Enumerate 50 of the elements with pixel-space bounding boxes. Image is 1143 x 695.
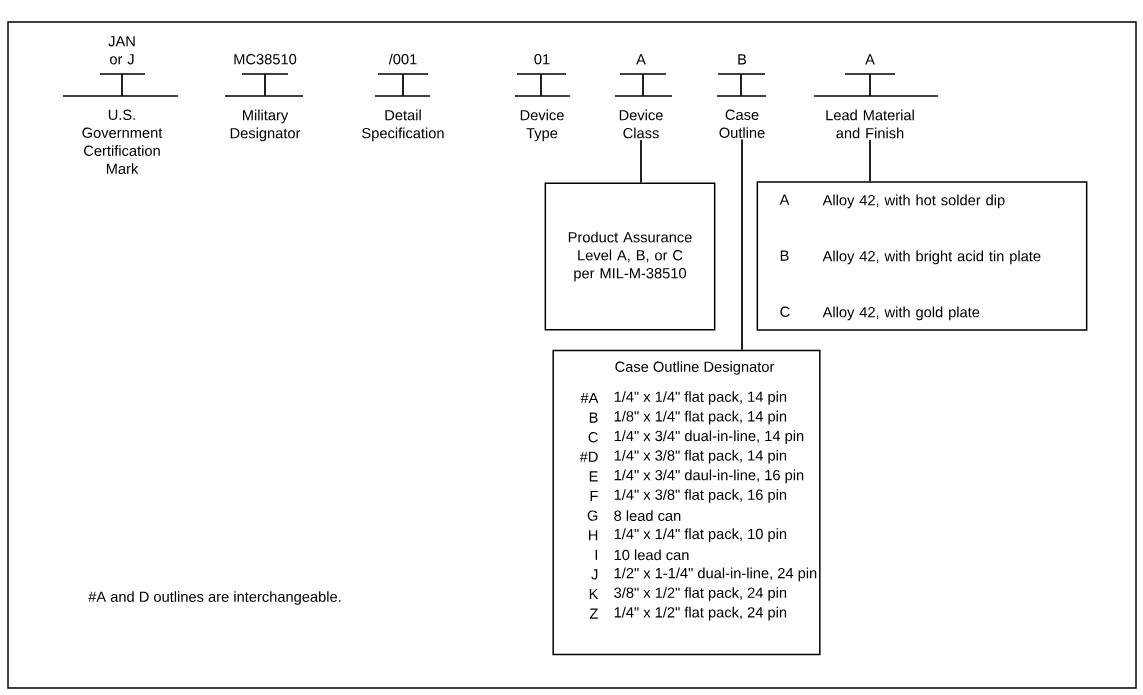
code-value: A — [636, 54, 646, 65]
code-value: A — [865, 54, 875, 65]
row-text: 1/4" x 3/4" dual-in-line, 14 pin — [614, 430, 804, 444]
connector-line — [869, 139, 871, 183]
row-code: #D — [579, 451, 598, 462]
footnote: #A and D outlines are interchangeable. — [88, 591, 341, 605]
row-text: 1/8" x 1/4" flat pack, 14 pin — [614, 410, 787, 425]
row-text: Alloy 42, with hot solder dip — [822, 194, 1005, 209]
field-label: Case Outline — [719, 109, 765, 138]
row-code: F — [590, 490, 598, 502]
code-value: B — [738, 54, 747, 65]
connector-line — [640, 139, 642, 184]
row-text: 1/4" x 3/8" flat pack, 16 pin — [614, 489, 787, 503]
row-text: 3/8" x 1/2" flat pack, 24 pin — [614, 587, 787, 601]
connector-line — [741, 138, 743, 351]
row-code: B — [589, 412, 598, 423]
row-code: C — [780, 306, 790, 317]
row-text: 1/4" x 3/8" flat pack, 14 pin — [614, 449, 787, 464]
row-code: #A — [580, 392, 599, 404]
row-code: I — [595, 549, 598, 560]
code-value: JAN or J — [108, 36, 135, 65]
code-value: /001 — [388, 53, 417, 65]
info-box: Product Assurance Level A, B, or C per MIL-M-38510 — [544, 182, 716, 331]
row-code: J — [591, 569, 598, 580]
row-text: 8 lead can — [614, 510, 681, 521]
field-label: Lead Material and Finish — [826, 109, 914, 139]
table-heading: Case Outline Designator — [615, 361, 775, 375]
row-text: 1/4" x 1/2" flat pack, 24 pin — [614, 606, 787, 621]
row-code: E — [589, 471, 598, 482]
field-label: Military Designator — [230, 109, 301, 142]
row-code: A — [779, 194, 790, 205]
row-text: 1/4" x 1/4" flat pack, 14 pin — [614, 391, 787, 405]
field-label: Device Type — [520, 109, 564, 142]
field-label: Detail Specification — [362, 109, 444, 142]
row-text: Alloy 42, with bright acid tin plate — [822, 250, 1041, 265]
code-value: 01 — [534, 54, 550, 65]
row-text: 1/2" x 1-1/4" dual-in-line, 24 pin — [614, 567, 817, 582]
row-text: 1/4" x 3/4" daul-in-line, 16 pin — [614, 469, 804, 484]
row-text: 10 lead can — [614, 549, 689, 561]
row-code: Z — [589, 608, 598, 619]
row-code: B — [780, 250, 789, 261]
field-label: Device Class — [619, 109, 663, 139]
row-code: H — [589, 530, 598, 541]
row-text: Alloy 42, with gold plate — [822, 306, 980, 321]
row-text: 1/4" x 1/4" flat pack, 10 pin — [614, 528, 787, 542]
row-code: G — [587, 510, 598, 521]
row-code: C — [588, 432, 598, 443]
row-code: K — [589, 588, 599, 600]
code-value: MC38510 — [234, 54, 297, 65]
field-label: U.S. Government Certification Mark — [82, 109, 163, 174]
